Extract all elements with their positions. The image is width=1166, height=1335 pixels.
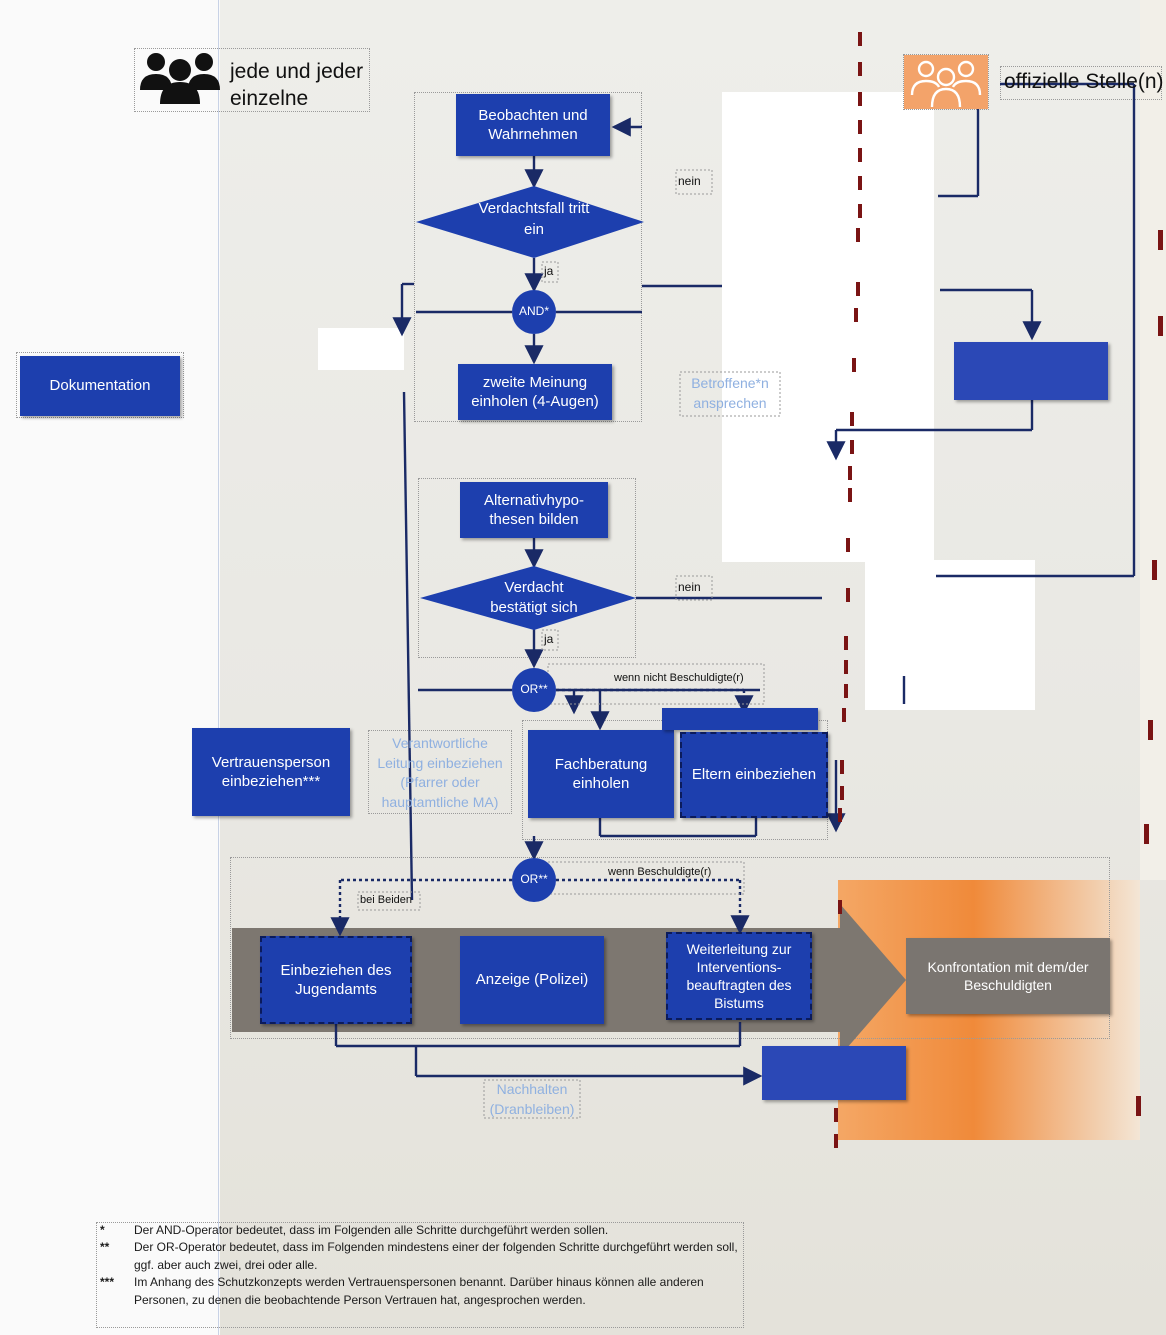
- red-mark: [844, 684, 848, 698]
- label-affected: Betroffene*n ansprechen: [691, 375, 769, 411]
- label-yes-2: ja: [544, 632, 554, 646]
- red-mark: [852, 358, 856, 372]
- footnote-mark: ***: [100, 1275, 115, 1290]
- red-mark: [834, 1108, 838, 1122]
- youth-office-box: Einbeziehen des Jugendamts: [260, 936, 412, 1024]
- label-with-both: bei Beiden: [360, 894, 412, 906]
- redaction-area-2: [865, 560, 1035, 710]
- red-mark: [1152, 560, 1157, 580]
- label-follow-up: Nachhalten (Dranbleiben): [489, 1081, 575, 1117]
- people-outline-icon: [904, 55, 988, 109]
- red-mark: [858, 176, 862, 190]
- label-if-not-accused: wenn nicht Beschuldigte(r): [614, 672, 744, 684]
- right-strip: [1140, 0, 1166, 880]
- red-mark: [846, 538, 850, 552]
- red-mark: [834, 1134, 838, 1148]
- footnote-mark: *: [100, 1223, 105, 1237]
- suspicion-label: Verdachtsfall tritt ein: [478, 200, 590, 238]
- label-yes-1: ja: [544, 264, 554, 278]
- red-mark: [848, 466, 852, 480]
- police-box: Anzeige (Polizei): [460, 936, 604, 1024]
- left-margin: [0, 0, 220, 1335]
- second-opinion-box: zweite Meinung einholen (4-Augen): [458, 364, 612, 420]
- red-mark: [842, 708, 846, 722]
- footnote: *** Im Anhang des Schutzkonzepts werden …: [100, 1274, 740, 1309]
- alternative-hypotheses-box: Alternativhypo-thesen bilden: [460, 482, 608, 538]
- expert-advice-box: Fachberatung einholen: [528, 730, 674, 818]
- red-mark: [850, 440, 854, 454]
- red-mark: [856, 282, 860, 296]
- label-no-2: nein: [678, 580, 701, 594]
- or-gate-label-1: OR**: [520, 682, 548, 696]
- red-mark: [858, 92, 862, 106]
- header-frame-official-icon: [903, 54, 989, 110]
- label-if-accused: wenn Beschuldigte(r): [608, 866, 712, 878]
- red-mark: [1158, 316, 1163, 336]
- red-mark: [858, 32, 862, 46]
- red-mark: [844, 636, 848, 650]
- red-mark: [838, 900, 842, 914]
- red-mark: [858, 62, 862, 76]
- footnote: ** Der OR-Operator bedeutet, dass im Fol…: [100, 1239, 740, 1274]
- red-mark: [844, 660, 848, 674]
- parents-box: Eltern einbeziehen: [680, 732, 828, 818]
- confrontation-box: Konfrontation mit dem/der Beschuldigten: [906, 938, 1110, 1014]
- red-mark: [846, 588, 850, 602]
- section-frame-1: [414, 92, 642, 422]
- footnote-text: Der OR-Operator bedeutet, dass im Folgen…: [134, 1240, 738, 1272]
- red-mark: [1148, 720, 1153, 740]
- frame-documentation: [16, 352, 184, 418]
- trusted-person-box: Vertrauensperson einbeziehen***: [192, 728, 350, 816]
- footnote-text: Der AND-Operator bedeutet, dass im Folge…: [134, 1223, 609, 1237]
- documentation-box: Dokumentation: [20, 356, 180, 416]
- label-no-1: nein: [678, 174, 701, 188]
- forwarding-box: Weiterleitung zur Interventions-beauftra…: [666, 932, 812, 1020]
- frame-footnotes: [96, 1222, 744, 1328]
- footnote-text: Im Anhang des Schutzkonzepts werden Vert…: [134, 1275, 704, 1307]
- redaction-area-3: [318, 328, 404, 370]
- margin-line: [218, 0, 219, 1335]
- or-gate-label-2: OR**: [520, 872, 548, 886]
- label-leadership: Verantwortliche Leitung einbeziehen (Pfa…: [377, 735, 503, 810]
- red-mark: [858, 120, 862, 134]
- redaction-area-1: [722, 92, 934, 562]
- confirmed-label: Verdacht bestätigt sich: [490, 579, 578, 617]
- header-frame-individuals: [134, 48, 370, 112]
- blurred-box: [954, 342, 1108, 400]
- footnote-mark: **: [100, 1240, 110, 1255]
- red-mark: [850, 412, 854, 426]
- header-individuals: jede und jeder einzelne: [230, 60, 364, 111]
- red-mark: [858, 148, 862, 162]
- red-mark: [856, 228, 860, 242]
- blurred-box-small: [662, 708, 818, 730]
- red-mark: [1136, 1096, 1141, 1116]
- blurred-box-bottom: [762, 1046, 906, 1100]
- observe-box: Beobachten und Wahrnehmen: [456, 94, 610, 156]
- header-official: offizielle Stelle(n): [1004, 70, 1164, 93]
- red-mark: [848, 488, 852, 502]
- red-mark: [1144, 824, 1149, 844]
- red-mark: [854, 308, 858, 322]
- footnote: * Der AND-Operator bedeutet, dass im Fol…: [100, 1222, 740, 1239]
- red-mark: [1158, 230, 1163, 250]
- red-mark: [840, 760, 844, 774]
- footnotes: * Der AND-Operator bedeutet, dass im Fol…: [100, 1222, 740, 1309]
- red-mark: [840, 786, 844, 800]
- frame-leadership: [368, 730, 512, 814]
- red-mark: [838, 808, 842, 822]
- and-gate-label: AND*: [518, 304, 549, 318]
- red-mark: [858, 204, 862, 218]
